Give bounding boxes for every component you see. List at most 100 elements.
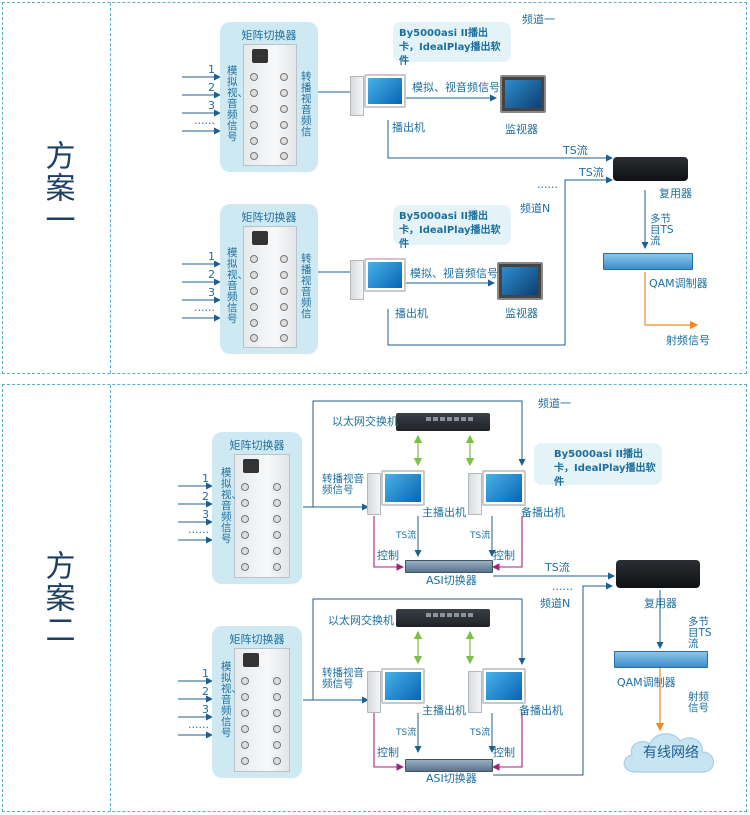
s1g1-monitor bbox=[500, 75, 546, 113]
port-icon bbox=[241, 725, 249, 733]
s2g2-asi-label: ASI切换器 bbox=[426, 772, 477, 785]
s2g2-ts-right: TS流 bbox=[470, 728, 491, 738]
s2-multiplexer bbox=[616, 560, 700, 588]
port-icon bbox=[280, 334, 288, 342]
s2g1-matrix-switcher: 矩阵切换器 模拟视、音频信号 bbox=[212, 432, 302, 584]
port-icon bbox=[273, 515, 281, 523]
s1g2-callout: By5000asi II播出卡，IdealPlay播出软件 bbox=[393, 205, 511, 250]
port-icon bbox=[250, 271, 258, 279]
power-socket-icon bbox=[252, 231, 268, 245]
port-icon bbox=[280, 73, 288, 81]
s1g2-input-4: ······ bbox=[194, 304, 215, 317]
s1g2-channel: 频道N bbox=[520, 202, 551, 215]
port-icon bbox=[250, 105, 258, 113]
s1g1-input-2: 2 bbox=[208, 81, 215, 94]
port-icon bbox=[250, 319, 258, 327]
s1g1-input-label: 模拟视、音频信号 bbox=[227, 65, 248, 144]
s2g2-control-left: 控制 bbox=[377, 746, 399, 759]
s1g2-input-2: 2 bbox=[208, 268, 215, 281]
s2g1-output-label: 转播视音频信号 bbox=[322, 473, 364, 497]
s2g1-input-2: 2 bbox=[202, 490, 209, 503]
s2g1-input-label: 模拟视、音频信号 bbox=[221, 467, 242, 546]
s2g2-input-3: 3 bbox=[202, 703, 209, 716]
s1g2-input-3: 3 bbox=[208, 286, 215, 299]
port-icon bbox=[280, 89, 288, 97]
port-icon bbox=[250, 255, 258, 263]
s2g2-output-label: 转播视音频信号 bbox=[322, 667, 364, 691]
port-icon bbox=[273, 563, 281, 571]
s1g1-player-label: 播出机 bbox=[392, 121, 425, 134]
port-icon bbox=[241, 515, 249, 523]
port-icon bbox=[280, 319, 288, 327]
s2-rf-label: 射频信号 bbox=[688, 691, 709, 715]
s1g1-monitor-label: 监视器 bbox=[505, 123, 538, 136]
s2g2-main-player-tower bbox=[367, 671, 381, 713]
s2-qam-modulator bbox=[614, 651, 708, 668]
s1-qam-label: QAM调制器 bbox=[649, 277, 708, 290]
s1g1-input-3: 3 bbox=[208, 99, 215, 112]
s1g1-matrix-switcher: 矩阵切换器 模拟视、音频信号 转播视音频信 bbox=[220, 22, 318, 172]
port-icon bbox=[250, 137, 258, 145]
s2g2-input-2: 2 bbox=[202, 685, 209, 698]
s2g2-main-player-monitor bbox=[381, 668, 425, 704]
port-icon bbox=[273, 741, 281, 749]
port-icon bbox=[250, 89, 258, 97]
s1g1-output-label: 转播视音频信 bbox=[301, 71, 312, 139]
scheme2-frame: 方案二 bbox=[2, 384, 747, 812]
s1g1-player-monitor bbox=[364, 74, 406, 108]
s2g1-backup-player-monitor bbox=[482, 470, 526, 506]
s2g2-control-right: 控制 bbox=[493, 746, 515, 759]
s1g1-channel: 频道一 bbox=[522, 13, 555, 26]
s1g2-player-tower bbox=[350, 260, 364, 300]
s2g2-main-player: 主播出机 bbox=[422, 704, 466, 717]
s1g2-monitor-label: 监视器 bbox=[505, 307, 538, 320]
s2g2-matrix-panel bbox=[234, 648, 290, 772]
scheme1-label-box: 方案一 bbox=[3, 3, 111, 373]
s1-rf-label: 射频信号 bbox=[666, 334, 710, 347]
port-icon bbox=[273, 677, 281, 685]
port-icon bbox=[241, 499, 249, 507]
s1g2-player-monitor bbox=[364, 258, 406, 292]
s2-cable-network: 有线网络 bbox=[643, 745, 699, 761]
s2-multi-program: 多节目TS流 bbox=[688, 616, 712, 651]
s1-mux-label: 复用器 bbox=[659, 187, 692, 200]
port-icon bbox=[273, 693, 281, 701]
s1g2-matrix-switcher: 矩阵切换器 模拟视、音频信号 转播视音频信 bbox=[220, 204, 318, 354]
s2g1-control-right: 控制 bbox=[493, 549, 515, 562]
s2g1-ts-out: TS流 bbox=[545, 561, 570, 574]
port-icon bbox=[280, 255, 288, 263]
s2g2-matrix-title: 矩阵切换器 bbox=[229, 633, 285, 646]
s1g1-input-4: ······ bbox=[194, 117, 215, 130]
s2g2-ts-left: TS流 bbox=[396, 728, 417, 738]
s1g1-player-tower bbox=[350, 76, 364, 116]
s2g2-input-4: ······ bbox=[188, 721, 209, 734]
s1-qam-modulator bbox=[603, 253, 693, 270]
s2g1-input-3: 3 bbox=[202, 508, 209, 521]
port-icon bbox=[250, 287, 258, 295]
s2g1-ts-left: TS流 bbox=[396, 531, 417, 541]
s1g2-player-label: 播出机 bbox=[395, 307, 428, 320]
port-icon bbox=[241, 757, 249, 765]
s1g2-ts: TS流 bbox=[579, 166, 604, 179]
port-icon bbox=[241, 547, 249, 555]
s2g1-backup-player: 备播出机 bbox=[521, 506, 565, 519]
s1g2-matrix-panel bbox=[243, 226, 297, 348]
s2g2-asi-switcher bbox=[405, 759, 493, 772]
s2g1-asi-label: ASI切换器 bbox=[426, 574, 477, 587]
s1g2-matrix-title: 矩阵切换器 bbox=[241, 211, 297, 224]
port-icon bbox=[280, 105, 288, 113]
s1g1-input-1: 1 bbox=[208, 63, 215, 76]
s1g2-signal: 模拟、视音频信号 bbox=[410, 267, 498, 280]
port-icon bbox=[241, 677, 249, 685]
scheme1-frame: 方案一 bbox=[2, 2, 747, 374]
s1g2-dots: ······ bbox=[537, 181, 558, 194]
port-icon bbox=[241, 483, 249, 491]
port-icon bbox=[280, 303, 288, 311]
power-socket-icon bbox=[243, 653, 259, 667]
port-icon bbox=[273, 709, 281, 717]
s1g2-input-label: 模拟视、音频信号 bbox=[227, 247, 248, 326]
port-icon bbox=[241, 531, 249, 539]
s2g1-input-1: 1 bbox=[202, 472, 209, 485]
s1g1-ts: TS流 bbox=[563, 144, 588, 157]
s2g1-switch-label: 以太网交换机 bbox=[332, 415, 398, 428]
